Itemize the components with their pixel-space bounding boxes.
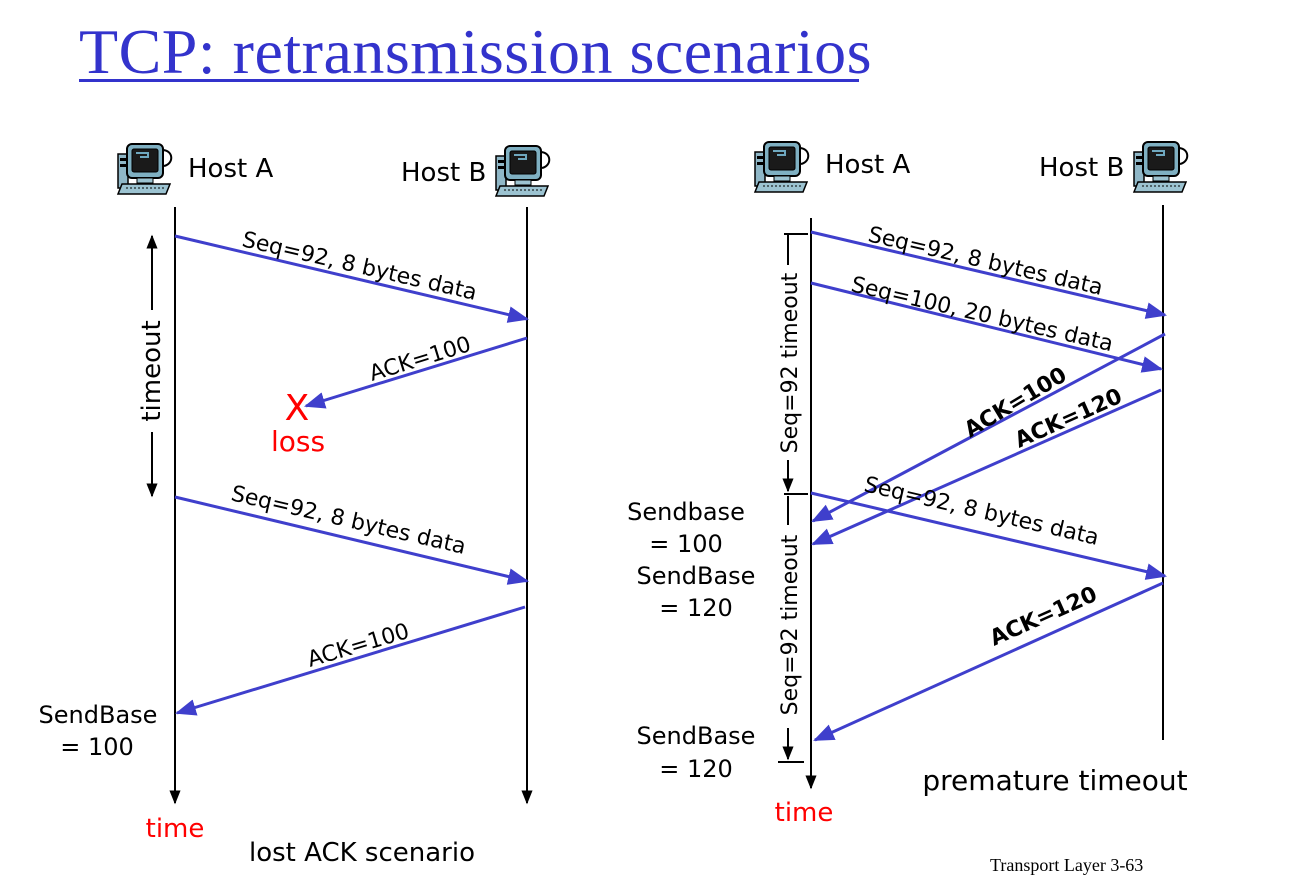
right-msg-ack120-second [813, 581, 1164, 742]
loss-x-mark: X [285, 388, 310, 429]
left-msg-ack100 [174, 605, 526, 716]
right-host-b-label: Host B [1039, 153, 1124, 183]
sendbase-update-2-value: = 120 [659, 594, 733, 622]
sendbase-update-1-value: = 100 [649, 530, 723, 558]
left-host-b-label: Host B [401, 158, 486, 188]
host-b-computer-icon [495, 145, 551, 197]
left-msg-ack100-lost-label: ACK=100 [366, 332, 474, 387]
left-time-label: time [146, 814, 205, 844]
left-msg-seq92-label: Seq=92, 8 bytes data [240, 227, 480, 305]
right-msg-seq92 [810, 230, 1168, 319]
sendbase-update-2-label: SendBase [637, 562, 756, 590]
left-msg-seq92-retransmit-label: Seq=92, 8 bytes data [229, 481, 469, 559]
timeout-label: timeout [137, 320, 167, 421]
timer1-label: Seq=92 timeout [778, 272, 803, 453]
right-msg-ack120-first [811, 388, 1162, 546]
host-b-computer-icon [1133, 141, 1189, 193]
left-msg-seq92 [174, 234, 530, 323]
right-msg-seq92-retransmit-label: Seq=92, 8 bytes data [862, 472, 1102, 550]
slide-title: TCP: retransmission scenarios [79, 16, 873, 87]
host-a-computer-icon [754, 141, 810, 193]
right-msg-ack100 [811, 332, 1166, 523]
right-msg-seq100 [810, 281, 1164, 373]
slide-footer: Transport Layer 3-63 [990, 855, 1144, 875]
right-msg-ack120-second-label: ACK=120 [986, 582, 1101, 651]
host-a-computer-icon [117, 143, 173, 195]
right-time-label: time [775, 798, 834, 828]
sendbase-update-3-label: SendBase [637, 722, 756, 750]
sendbase-update-1-label: Sendbase [627, 498, 745, 526]
loss-label: loss [271, 425, 325, 458]
left-sendbase-value: = 100 [60, 733, 134, 761]
left-msg-seq92-retransmit [174, 495, 530, 585]
timer2-label: Seq=92 timeout [778, 534, 803, 715]
right-caption: premature timeout [922, 764, 1187, 797]
right-msg-seq92-retransmit [810, 491, 1168, 580]
left-sendbase-label: SendBase [39, 701, 158, 729]
left-msg-ack100-lost [303, 336, 528, 409]
sendbase-update-3-value: = 120 [659, 755, 733, 783]
right-host-a-label: Host A [825, 150, 910, 180]
title-underline [79, 79, 859, 82]
left-scenario: Host A Host B timeout Seq=92, 8 bytes da… [39, 143, 551, 867]
right-scenario: Host A Host B Seq=92 timeout Seq=92 time… [627, 141, 1189, 828]
left-host-a-label: Host A [188, 154, 273, 184]
left-msg-ack100-label: ACK=100 [305, 619, 413, 673]
left-caption: lost ACK scenario [249, 838, 475, 867]
